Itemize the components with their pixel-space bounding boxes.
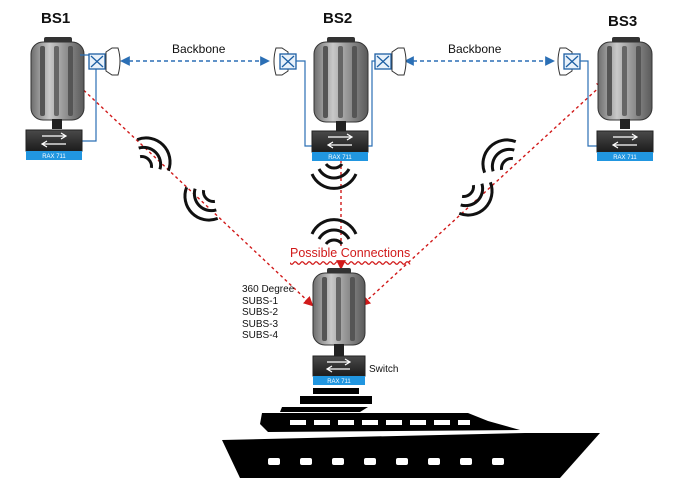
radio-wave-icon xyxy=(310,218,358,246)
antenna-spec-line: 360 Degree xyxy=(242,284,295,295)
radio-wave-icon xyxy=(310,162,358,190)
antenna-spec-list: 360 Degree SUBS-1 SUBS-2 SUBS-3 SUBS-4 xyxy=(242,284,294,342)
radio-wave-icon xyxy=(136,136,172,172)
antenna-spec-line: SUBS-3 xyxy=(242,318,279,330)
bs2-node: RAX 711 xyxy=(273,37,407,161)
backbone-label-left: Backbone xyxy=(172,42,226,56)
radio-wave-icon xyxy=(183,186,219,222)
bs3-node: RAX 711 xyxy=(557,37,654,161)
backbone-dish-icon xyxy=(88,47,121,76)
possible-connections-label: Possible Connections xyxy=(289,246,412,260)
bs1-node: RAX 711 xyxy=(25,37,121,160)
sector-antenna-icon xyxy=(30,37,85,129)
radio-wave-icon xyxy=(481,138,517,174)
rax-711-switch: RAX 711 xyxy=(312,355,366,385)
vessel-node: RAX 711 xyxy=(312,268,366,385)
bs1-label: BS1 xyxy=(41,10,71,27)
bs3-label: BS3 xyxy=(608,13,638,30)
rax-711-switch: RAX 711 xyxy=(311,130,369,161)
rax-711-switch: RAX 711 xyxy=(25,129,83,160)
bs2-label: BS2 xyxy=(323,10,353,27)
switch-badge-label: RAX 711 xyxy=(327,379,351,385)
ship-icon xyxy=(222,388,600,478)
backbone-dish-icon xyxy=(557,47,581,76)
backbone-dish-icon xyxy=(273,47,297,76)
rax-711-switch: RAX 711 xyxy=(596,130,654,161)
switch-badge-label: RAX 711 xyxy=(42,154,66,160)
switch-label: Switch xyxy=(369,364,399,375)
sector-antenna-icon xyxy=(313,37,369,131)
omni-antenna-icon xyxy=(312,268,366,357)
antenna-spec-line: SUBS-1 xyxy=(242,295,279,307)
switch-badge-label: RAX 711 xyxy=(613,155,637,161)
backbone-label-right: Backbone xyxy=(448,42,502,56)
switch-badge-label: RAX 711 xyxy=(328,155,352,161)
sector-antenna-icon xyxy=(597,37,653,129)
antenna-spec-line: SUBS-2 xyxy=(242,307,279,318)
antenna-spec-line: SUBS-4 xyxy=(242,330,279,341)
backbone-dish-icon xyxy=(374,47,407,76)
